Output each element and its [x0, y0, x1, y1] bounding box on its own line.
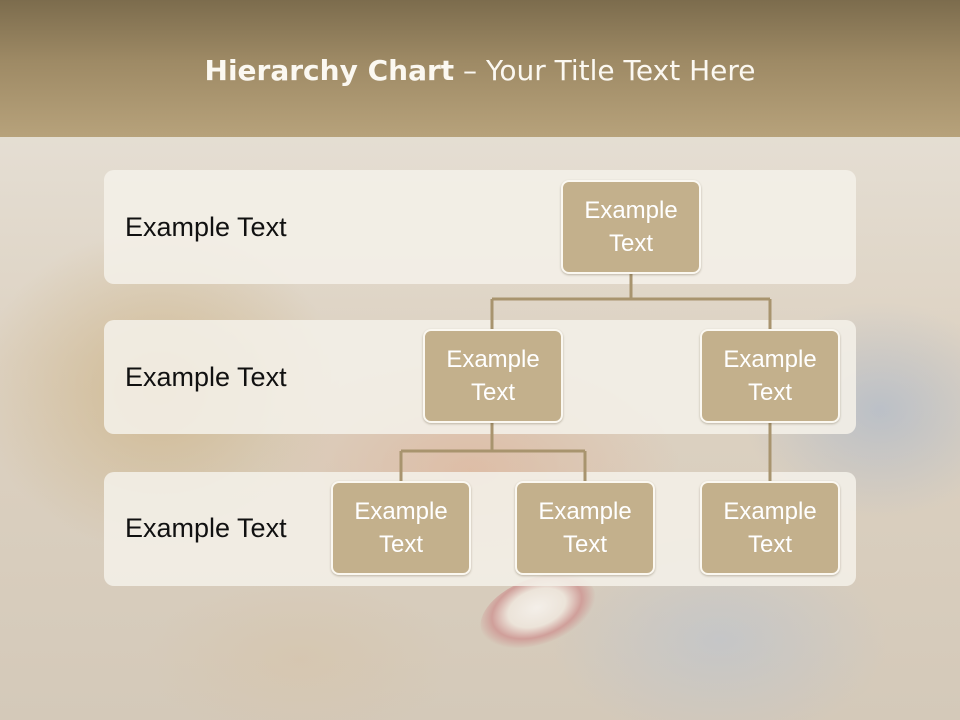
row-label-1: Example Text [125, 212, 287, 242]
row-band-1 [104, 170, 856, 284]
row-label-3: Example Text [125, 513, 287, 543]
node-level2-left[interactable]: Example Text [423, 329, 563, 423]
node-level3-right[interactable]: Example Text [700, 481, 840, 575]
title-bold-part: Hierarchy Chart [204, 54, 455, 87]
node-level3-right-text: Example Text [723, 498, 817, 558]
row-label-2: Example Text [125, 362, 287, 392]
node-level3-left-text: Example Text [354, 498, 448, 558]
title-bar: Hierarchy Chart – Your Title Text Here [0, 0, 960, 137]
node-level3-middle-text: Example Text [538, 498, 632, 558]
node-level2-right-text: Example Text [723, 346, 817, 406]
node-root-text: Example Text [584, 197, 678, 257]
title-rest-part: – Your Title Text Here [454, 54, 756, 87]
node-root[interactable]: Example Text [561, 180, 701, 274]
node-level2-right[interactable]: Example Text [700, 329, 840, 423]
node-level2-left-text: Example Text [446, 346, 540, 406]
slide-title: Hierarchy Chart – Your Title Text Here [0, 54, 960, 87]
node-level3-left[interactable]: Example Text [331, 481, 471, 575]
node-level3-middle[interactable]: Example Text [515, 481, 655, 575]
